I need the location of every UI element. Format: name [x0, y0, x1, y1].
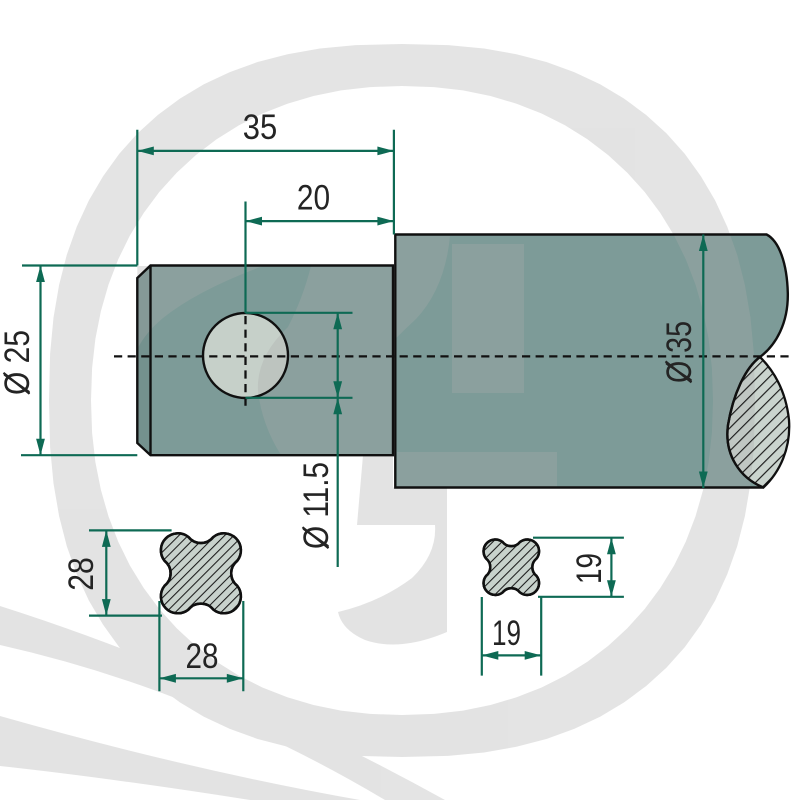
svg-text:Ø 11.5: Ø 11.5: [297, 462, 336, 549]
svg-text:19: 19: [492, 614, 521, 653]
svg-text:35: 35: [243, 108, 278, 147]
svg-text:19: 19: [570, 553, 609, 584]
svg-text:28: 28: [62, 557, 101, 591]
svg-text:20: 20: [297, 179, 330, 218]
svg-text:28: 28: [186, 637, 219, 676]
